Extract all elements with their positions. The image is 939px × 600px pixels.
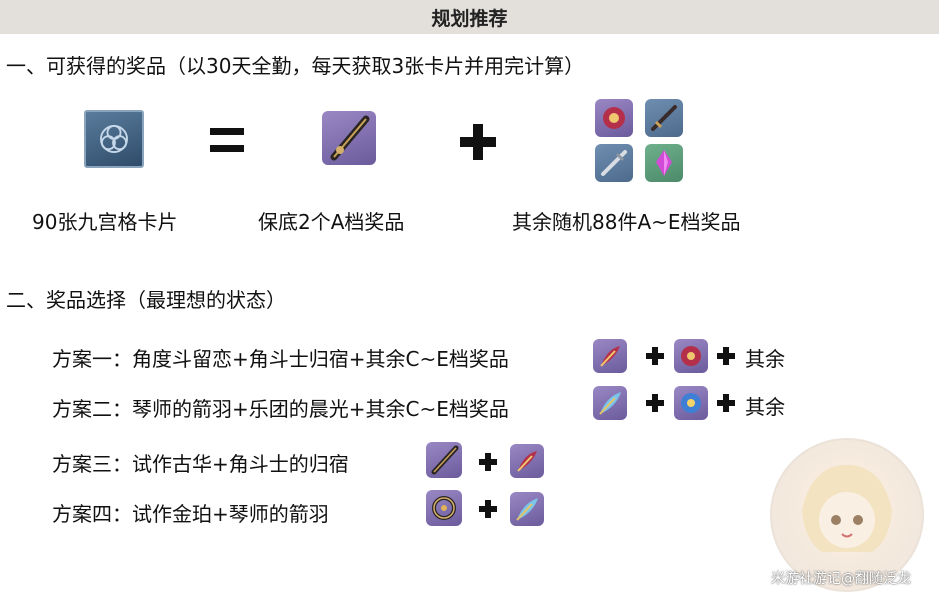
plus-icon [646, 394, 664, 412]
plume-icon [593, 386, 627, 420]
catalyst-icon [595, 144, 633, 182]
plus-icon [460, 124, 496, 160]
gladiator-flower-icon [595, 99, 633, 137]
gladiator-flower-icon [674, 339, 708, 373]
watermark-text: 米游社游记@翻随泛龙 [771, 571, 911, 587]
gladiator-feather-icon [593, 339, 627, 373]
plan-2-rest: 其余 [745, 395, 785, 419]
plus-icon [717, 394, 735, 412]
plan-1-rest: 其余 [745, 347, 785, 371]
avatar-watermark-icon [770, 438, 924, 592]
plus-icon [646, 347, 664, 365]
label-random: 其余随机88件A~E档奖品 [512, 210, 741, 234]
label-guaranteed: 保底2个A档奖品 [258, 210, 405, 234]
crystal-icon [645, 144, 683, 182]
ring-catalyst-icon [426, 490, 462, 526]
claymore-icon [322, 111, 376, 165]
equals-icon [210, 128, 244, 152]
section-1-title: 一、可获得的奖品（以30天全勤，每天获取3张卡片并用完计算） [6, 54, 585, 78]
nine-grid-card-icon [84, 110, 144, 168]
plan-4-text: 方案四：试作金珀+琴师的箭羽 [52, 502, 329, 526]
sword-icon [645, 99, 683, 137]
plume-icon [510, 492, 544, 526]
plus-icon [479, 500, 497, 518]
plan-1-text: 方案一：角度斗留恋+角斗士归宿+其余C~E档奖品 [52, 347, 509, 371]
label-cards: 90张九宫格卡片 [32, 210, 178, 234]
plan-3-text: 方案三：试作古华+角斗士的归宿 [52, 452, 349, 476]
gladiator-feather-icon [510, 444, 544, 478]
plus-icon [479, 453, 497, 471]
page-header: 规划推荐 [0, 0, 939, 34]
section-2-title: 二、奖品选择（最理想的状态） [6, 288, 286, 312]
plus-icon [717, 347, 735, 365]
plan-2-text: 方案二：琴师的箭羽+乐团的晨光+其余C~E档奖品 [52, 397, 509, 421]
blue-flower-icon [674, 386, 708, 420]
claymore-icon [426, 442, 462, 478]
page-title: 规划推荐 [431, 7, 508, 30]
